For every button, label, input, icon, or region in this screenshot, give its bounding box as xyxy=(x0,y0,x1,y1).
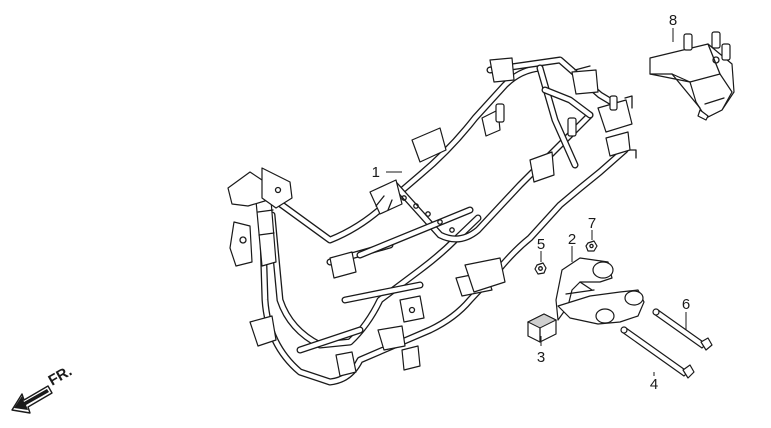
arrow-fill xyxy=(14,389,49,410)
nut-part xyxy=(534,262,547,275)
callout-8: 8 xyxy=(669,12,677,29)
leader-lines xyxy=(386,28,687,376)
rubber-damper-part xyxy=(526,313,558,343)
front-direction-arrow: FR. xyxy=(11,363,75,414)
front-direction-label: FR. xyxy=(46,363,75,390)
callout-3: 3 xyxy=(537,349,545,366)
callout-1: 1 xyxy=(372,164,380,181)
callout-6: 6 xyxy=(682,296,690,313)
bolt-part xyxy=(652,308,713,351)
callout-2: 2 xyxy=(568,231,576,248)
callout-4: 4 xyxy=(650,376,658,393)
rear-bracket-part xyxy=(649,31,735,121)
callout-5: 5 xyxy=(537,236,545,253)
frame-body xyxy=(227,56,637,386)
callout-7: 7 xyxy=(588,215,596,232)
nut-small-part xyxy=(585,240,598,252)
engine-hanger-part xyxy=(555,257,645,325)
long-bolt-part xyxy=(620,326,695,379)
